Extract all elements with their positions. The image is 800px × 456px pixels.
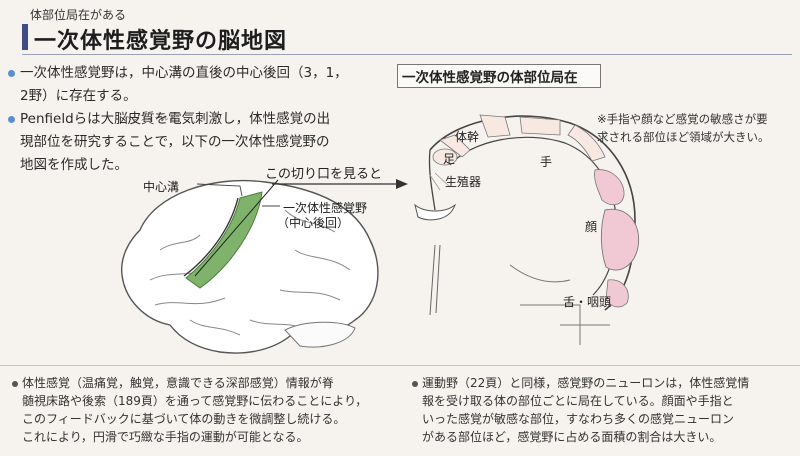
homunculus-note: ※手指や顔など感覚の敏感さが要求される部位ほど領域が大きい。 [597,112,770,144]
homunculus-title-box [397,64,601,88]
cortex-arc-inner [449,136,617,296]
hand-shape [594,169,625,206]
intro-line-2c: 地図を作成した。 [20,157,128,173]
bottom-right-line-4: がある部位ほど，感覚野に占める面積の割合は大きい。 [422,430,722,444]
intro-line-1: 一次体性感覚野は，中心溝の直後の中心後回（3，1， [20,65,348,81]
intro-line-2: Penfieldらは大脳皮質を電気刺激し，体性感覚の出 [20,111,331,127]
label-genitals: 生殖器 [445,175,482,189]
bottom-left-line-4: これにより，円滑で巧緻な手指の運動が可能となる。 [22,430,309,444]
homunculus-diagram [414,114,640,345]
title-rule [22,54,792,55]
tongue-shape [605,279,629,308]
arrow-to-homunculus [272,179,408,189]
brain-illustration [121,179,379,354]
label-foot: 足 [443,152,456,166]
bottom-right-paragraph: 運動野（22頁）と同様，感覚野のニューロンは，体性感覚情 報を受け取る体の部位ご… [412,374,797,446]
page-title: 一次体性感覚野の脳地図 [34,29,288,54]
bullet-icon [8,69,15,77]
label-hand: 手 [540,155,553,169]
bottom-right-line-1: 運動野（22頁）と同様，感覚野のニューロンは，体性感覚情 [422,376,750,390]
face-shape [600,208,640,271]
label-tongue-pharynx: 舌・咽頭 [563,295,612,309]
bullet-icon [12,380,18,387]
title-accent-bar [22,24,28,50]
intro-line-2b: 現部位を研究することで，以下の一次体性感覚野の [20,134,330,150]
intro-line-1b: 2野）に存在する。 [20,88,137,104]
label-central-sulcus: 中心溝 [143,180,180,194]
bullet-icon [412,380,418,387]
section-divider [0,365,800,366]
bottom-left-line-2: 髄視床路や後索（189頁）を通って感覚野に伝わることにより， [22,394,368,408]
homunculus-title: 一次体性感覚野の体部位局在 [402,70,578,86]
bottom-right-line-3: いった感覚が敏感な部位，すなわち多くの感覚ニューロン [422,412,735,426]
bottom-right-line-2: 報を受け取る体の部位ごとに局在している。顔面や手指と [422,394,734,408]
bottom-left-line-3: このフィードバックに基づいて体の動きを微調整し続ける。 [22,412,346,426]
intro-paragraph-2: Penfieldらは大脳皮質を電気刺激し，体性感覚の出 現部位を研究することで，… [8,108,388,177]
label-face: 顔 [585,220,598,234]
ruby-penfield: ペンフィールド [125,114,178,122]
label-sensory-area: 一次体性感覚野 [283,201,368,215]
label-postcentral-gyrus: （中心後回） [277,216,350,230]
label-cut-caption: この切り口を見ると [265,167,383,182]
bottom-left-paragraph: 体性感覚（温痛覚，触覚，意識できる深部感覚）情報が脊 髄視床路や後索（189頁）… [12,374,397,446]
bottom-left-line-1: 体性感覚（温痛覚，触覚，意識できる深部感覚）情報が脊 [22,376,334,390]
bullet-icon [8,115,15,123]
label-trunk: 体幹 [455,130,480,144]
section-supertitle: 体部位局在がある [30,8,127,22]
intro-paragraph-1: 一次体性感覚野は，中心溝の直後の中心後回（3，1， 2野）に存在する。 [8,62,388,108]
